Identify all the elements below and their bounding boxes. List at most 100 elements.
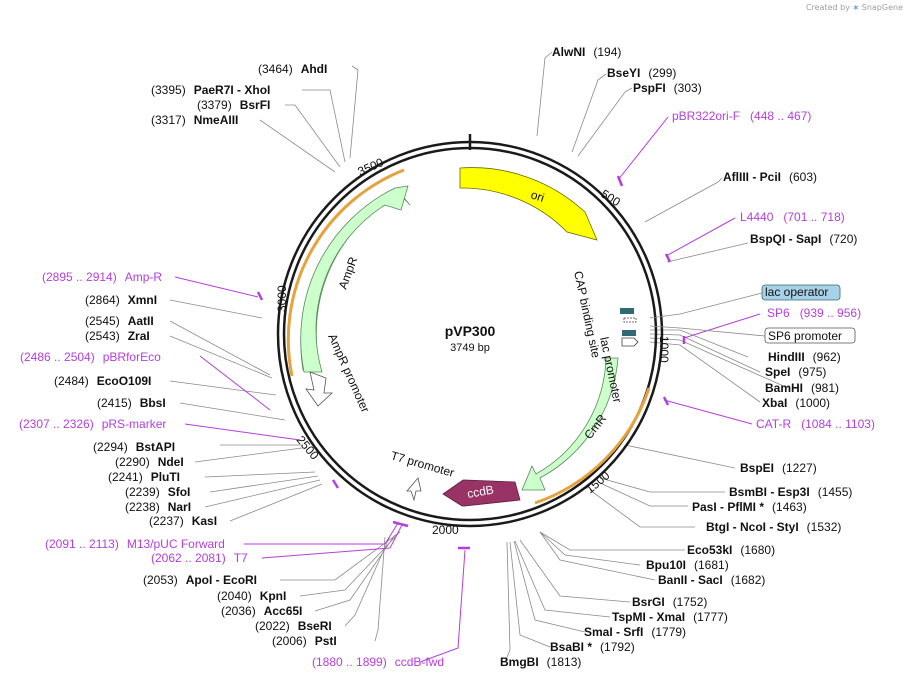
lac-operator-box-label: lac operator (765, 285, 828, 299)
ampr-label: AmpR (336, 255, 361, 291)
site-bbsi[interactable]: (2415)BbsI (97, 396, 166, 410)
site-aatii[interactable]: (2545)AatII (85, 314, 154, 328)
primer-markers (256, 175, 686, 550)
site-banii-saci[interactable]: BanII - SacI(1682) (658, 573, 765, 587)
site-bsmbi-esp3i[interactable]: BsmBI - Esp3I(1455) (729, 485, 852, 499)
primer-pbrforeco[interactable]: (2486 .. 2504)pBRforEco (20, 350, 161, 364)
t7-promoter-feature[interactable] (406, 477, 422, 502)
lac-operator-box[interactable] (761, 284, 841, 301)
site-nmeaiii[interactable]: (3317)NmeAIII (151, 113, 238, 127)
ccdb-feature[interactable] (442, 479, 521, 507)
sp6-promoter-box[interactable] (764, 327, 856, 344)
site-hindiii[interactable]: HindIII(962) (768, 350, 841, 364)
primer-t7[interactable]: (2062 .. 2081)T7 (151, 551, 248, 565)
sp6-promoter-box-label: SP6 promoter (768, 329, 842, 343)
primer-prs-marker[interactable]: (2307 .. 2326)pRS-marker (19, 417, 166, 431)
primer-labels: pBR322ori-F(448 .. 467) L4440(701 .. 718… (19, 109, 875, 669)
tick-2000: 2000 (432, 523, 459, 537)
watermark: Created by ∗ SnapGene (806, 3, 903, 12)
sp6-promoter-glyph (621, 337, 639, 347)
t7-promoter-label: T7 promoter (389, 448, 456, 479)
watermark-brand: SnapGene (861, 3, 903, 12)
tick-3000: 3000 (275, 285, 289, 312)
site-sfoi[interactable]: (2239)SfoI (125, 485, 190, 499)
primer-pbr322ori-f[interactable]: pBR322ori-F(448 .. 467) (672, 109, 811, 123)
cmr-feature[interactable] (521, 357, 619, 491)
ampr-promoter-label: AmpR promoter (325, 332, 372, 415)
lac-promoter-glyph (623, 317, 637, 323)
right-top-sites: AlwNI(194) BseYI(299) PspFI(303) AflIII … (552, 45, 857, 410)
tick-500: 500 (598, 187, 623, 210)
sp6-promoter-leader (649, 325, 766, 337)
site-psti[interactable]: (2006)PstI (272, 634, 337, 648)
cap-site-glyph (620, 308, 634, 314)
site-ndei[interactable]: (2290)NdeI (115, 455, 184, 469)
plasmid-length: 3749 bp (450, 342, 490, 354)
tick-3500: 3500 (356, 155, 386, 179)
left-top-sites: (3464)AhdI (3395)PaeR7I - XhoI (3379)Bsr… (151, 62, 327, 127)
site-zrai[interactable]: (2543)ZraI (85, 329, 150, 343)
site-bseri[interactable]: (2022)BseRI (255, 619, 332, 633)
site-bpu10i[interactable]: Bpu10I(1681) (646, 558, 729, 572)
lac-operator-glyph (622, 330, 636, 336)
site-apoi-ecori[interactable]: (2053)ApoI - EcoRI (143, 573, 257, 587)
site-alwni[interactable]: AlwNI(194) (552, 45, 621, 59)
site-pluti[interactable]: (2241)PluTI (108, 470, 180, 484)
left-mid-sites: (2864)XmnI (2545)AatII (2543)ZraI (2484)… (54, 293, 217, 528)
primer-cat-r[interactable]: CAT-R(1084 .. 1103) (756, 417, 875, 431)
primer-sp6[interactable]: SP6(939 .. 956) (767, 306, 861, 320)
ori-feature[interactable] (459, 167, 598, 241)
site-xbai[interactable]: XbaI(1000) (762, 396, 830, 410)
site-spei[interactable]: SpeI(975) (765, 365, 826, 379)
site-tspmi-xmai[interactable]: TspMI - XmaI(1777) (612, 610, 728, 624)
left-bottom-sites: (2053)ApoI - EcoRI (2040)KpnI (2036)Acc6… (143, 573, 337, 648)
site-acc65i[interactable]: (2036)Acc65I (221, 604, 302, 618)
snapgene-logo-icon: ∗ (852, 3, 860, 12)
ampr-promoter-feature[interactable] (305, 371, 334, 407)
plasmid-name: pVP300 (445, 323, 496, 339)
ampr-arrow[interactable] (300, 185, 409, 373)
site-smai-srfi[interactable]: SmaI - SrfI(1779) (584, 625, 686, 639)
site-eco53ki[interactable]: Eco53kI(1680) (687, 543, 775, 557)
leader-lines (169, 51, 789, 663)
ampr-orange-strand (286, 168, 405, 377)
cap-binding-site-label: CAP binding site (571, 270, 603, 360)
tick-2500: 2500 (294, 433, 322, 463)
ori-label: ori (529, 188, 546, 205)
site-bspei[interactable]: BspEI(1227) (740, 461, 817, 475)
primer-ccdb-fwd[interactable]: (1880 .. 1899)ccdB-fwd (312, 655, 444, 669)
primer-leaders (174, 116, 761, 663)
site-btgi-ncoi-styi[interactable]: BtgI - NcoI - StyI(1532) (706, 520, 841, 534)
ccdb-label: ccdB (466, 483, 495, 501)
right-bottom-sites: BspEI(1227) BsmBI - Esp3I(1455) PasI - P… (500, 461, 852, 669)
site-nari[interactable]: (2238)NarI (125, 500, 191, 514)
cmr-label: CmR (581, 411, 609, 441)
site-pspfi[interactable]: PspFI(303) (633, 81, 702, 95)
site-bstapi[interactable]: (2294)BstAPI (93, 440, 175, 454)
site-ecoo109i[interactable]: (2484)EcoO109I (54, 374, 151, 388)
site-bsrgi[interactable]: BsrGI(1752) (632, 595, 707, 609)
site-bsrfi[interactable]: (3379)BsrFI (197, 98, 270, 112)
site-ahdi[interactable]: (3464)AhdI (258, 62, 327, 76)
primer-m13-puc-forward[interactable]: (2091 .. 2113)M13/pUC Forward (45, 537, 225, 551)
site-bamhi[interactable]: BamHI(981) (765, 381, 839, 395)
tick-1500: 1500 (583, 468, 613, 496)
watermark-created-by: Created by (805, 3, 850, 12)
site-kpni[interactable]: (2040)KpnI (217, 589, 286, 603)
site-xmni[interactable]: (2864)XmnI (85, 293, 157, 307)
primer-amp-r[interactable]: (2895 .. 2914)Amp-R (42, 270, 162, 284)
site-pasi-pflmi[interactable]: PasI - PflMI *(1463) (692, 500, 807, 514)
site-bsabi[interactable]: BsaBI *(1792) (550, 640, 635, 654)
site-afliii-pcii[interactable]: AflIII - PciI(603) (723, 170, 817, 184)
site-bspqi-sapi[interactable]: BspQI - SapI(720) (750, 232, 857, 246)
site-bseyi[interactable]: BseYI(299) (607, 66, 676, 80)
tick-1000: 1000 (657, 336, 671, 363)
lac-operator-leader (649, 292, 763, 319)
site-kasi[interactable]: (2237)KasI (149, 514, 217, 528)
cmr-orange-strand (534, 387, 651, 505)
site-paer7i-xhoi[interactable]: (3395)PaeR7I - XhoI (151, 83, 270, 97)
primer-l4440[interactable]: L4440(701 .. 718) (740, 210, 845, 224)
site-bmgbi[interactable]: BmgBI(1813) (500, 655, 581, 669)
